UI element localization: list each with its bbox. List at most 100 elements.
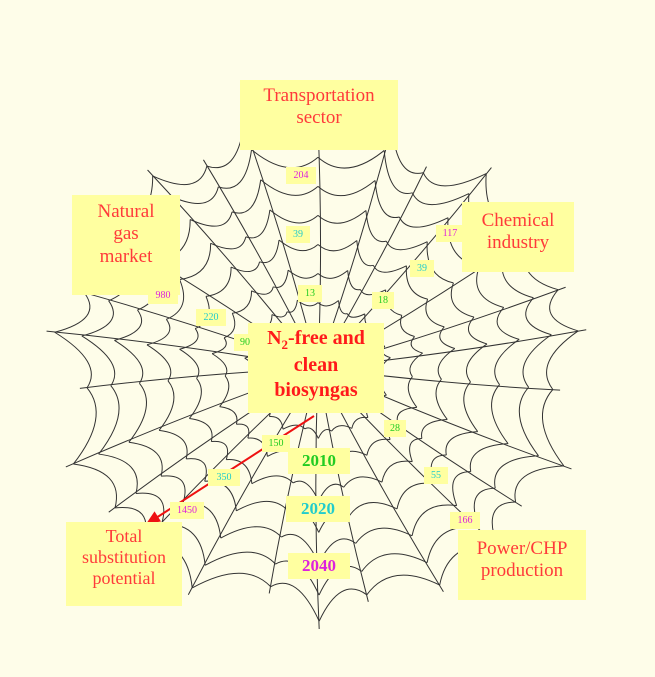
web-ring-segment <box>271 583 319 621</box>
web-ring-segment <box>212 354 227 376</box>
web-ring-segment <box>252 150 318 168</box>
year-2020-label: 2020 <box>286 496 350 522</box>
web-ring-segment <box>495 339 519 384</box>
value-chemical-2040: 117 <box>436 225 464 242</box>
web-ring-segment <box>366 210 386 241</box>
web-ring-segment <box>318 150 384 168</box>
center-biosyngas-label: N2-free and clean biosyngas <box>248 323 384 413</box>
web-ring-segment <box>232 291 251 313</box>
label-total-substitution-potential: Total substitution potential <box>66 522 182 606</box>
web-ring-segment <box>367 439 390 455</box>
web-ring-segment <box>114 310 141 340</box>
web-ring-segment <box>542 390 563 466</box>
web-ring-segment <box>269 416 283 429</box>
label-power-chp-production: Power/CHP production <box>458 530 586 600</box>
web-ring-segment <box>526 298 552 335</box>
web-ring-segment <box>270 210 318 223</box>
web-ring-segment <box>397 483 434 509</box>
label-transportation-sector: Transportation sector <box>240 80 398 150</box>
value-total-2020: 350 <box>208 469 240 486</box>
web-ring-segment <box>408 377 417 408</box>
value-natural-gas-2040: 980 <box>148 287 178 304</box>
web-ring-segment <box>426 299 444 327</box>
web-ring-segment <box>519 387 538 456</box>
value-power-2010: 28 <box>384 420 406 437</box>
value-natural-gas-2020: 220 <box>196 309 226 326</box>
value-natural-gas-2010: 90 <box>234 334 256 351</box>
web-ring-segment <box>400 315 414 336</box>
web-ring-segment <box>411 337 422 354</box>
web-ring-segment <box>73 388 96 464</box>
web-ring-segment <box>99 386 119 454</box>
value-transportation-2010: 13 <box>298 285 322 302</box>
value-chemical-2020: 39 <box>410 260 434 277</box>
web-ring-segment <box>159 430 187 459</box>
web-ring-segment <box>236 501 287 511</box>
web-ring-segment <box>412 193 468 205</box>
label-chemical-industry: Chemical industry <box>462 202 574 272</box>
web-ring-segment <box>211 237 246 249</box>
web-ring-segment <box>114 340 142 383</box>
web-ring-segment <box>318 210 366 223</box>
web-ring-segment <box>423 173 486 186</box>
value-total-2010: 150 <box>262 435 290 452</box>
web-ring-segment <box>82 301 114 336</box>
web-ring-segment <box>352 417 368 428</box>
web-ring-segment <box>153 166 207 185</box>
web-ring-segment <box>547 331 579 390</box>
web-ring-segment <box>207 125 244 168</box>
web-ring-segment <box>180 349 199 378</box>
web-ring-segment <box>73 464 116 508</box>
web-ring-segment <box>356 528 412 543</box>
web-ring-segment <box>367 575 440 595</box>
web-ring-segment <box>129 383 147 442</box>
web-ring-segment <box>470 444 508 472</box>
value-total-2040: 1450 <box>170 502 204 519</box>
web-ring-segment <box>189 418 212 441</box>
web-ring-segment <box>55 332 92 388</box>
web-ring-segment <box>180 243 211 279</box>
web-ring-segment <box>436 379 447 419</box>
web-ring-segment <box>318 180 375 195</box>
web-ring-segment <box>422 419 448 438</box>
web-ring-segment <box>466 344 487 382</box>
web-ring-segment <box>344 477 382 487</box>
web-ring-segment <box>550 290 579 331</box>
web-ring-segment <box>318 270 348 278</box>
web-ring-segment <box>357 240 374 265</box>
web-ring-segment <box>147 319 170 344</box>
web-ring-segment <box>451 283 474 317</box>
web-ring-segment <box>186 459 206 482</box>
web-ring-segment <box>477 267 504 308</box>
value-power-2040: 166 <box>450 512 480 529</box>
value-transportation-2040: 204 <box>286 167 316 184</box>
web-ring-segment <box>386 241 427 250</box>
web-ring-segment <box>273 270 288 287</box>
web-ring-segment <box>147 345 171 381</box>
web-ring-segment <box>192 573 270 588</box>
web-ring-segment <box>260 240 279 263</box>
web-ring-segment <box>220 407 237 425</box>
web-ring-segment <box>189 378 201 418</box>
web-ring-segment <box>464 382 478 432</box>
web-ring-segment <box>318 240 357 250</box>
web-ring-segment <box>161 476 185 503</box>
web-ring-segment <box>231 262 259 272</box>
web-ring-segment <box>373 265 406 272</box>
web-ring-segment <box>347 314 365 318</box>
web-ring-segment <box>246 210 270 238</box>
web-ring-segment <box>362 554 427 572</box>
web-ring-segment <box>205 552 275 565</box>
web-ring-segment <box>375 180 399 217</box>
web-ring-segment <box>350 503 397 516</box>
year-2010-label: 2010 <box>288 448 350 474</box>
web-ring-segment <box>468 317 487 344</box>
web-ring-segment <box>221 527 282 538</box>
web-ring-segment <box>497 307 519 339</box>
web-ring-segment <box>453 472 471 506</box>
web-ring-segment <box>55 293 90 332</box>
web-ring-segment <box>440 327 455 349</box>
value-transportation-2020: 39 <box>286 226 310 243</box>
label-natural-gas-market: Natural gas market <box>72 195 180 295</box>
web-ring-segment <box>319 589 367 621</box>
